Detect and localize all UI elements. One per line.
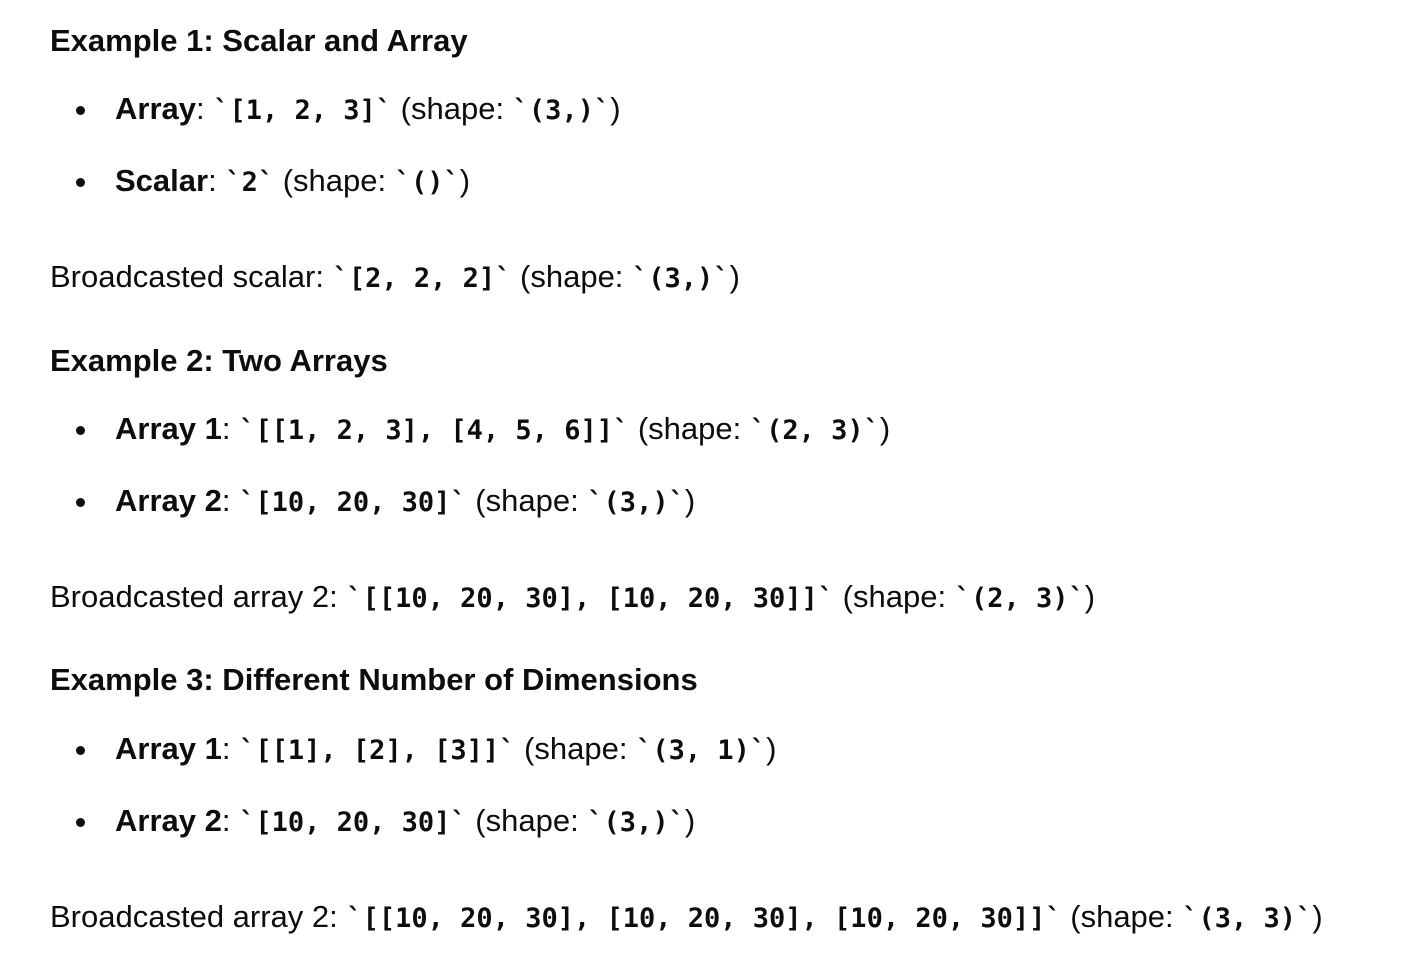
list-item: Scalar: `2` (shape: `()`)	[76, 161, 471, 203]
result-shape-suffix: )	[1084, 579, 1096, 614]
bullet-icon	[76, 746, 85, 755]
item-shape-suffix: )	[766, 731, 777, 766]
section-heading: Example 2: Two Arrays	[50, 343, 388, 378]
item-shape: `(2, 3)`	[749, 415, 880, 446]
item-shape-suffix: )	[684, 483, 696, 518]
item-shape-suffix: )	[610, 91, 621, 126]
result-code: `[[10, 20, 30], [10, 20, 30]]`	[346, 583, 835, 614]
item-label: Scalar	[115, 163, 209, 198]
result-line: Broadcasted scalar: `[2, 2, 2]` (shape: …	[50, 257, 740, 299]
item-shape: `(3,)`	[512, 95, 611, 126]
result-text: Broadcasted scalar:	[50, 259, 333, 294]
item-shape: `(3,)`	[587, 487, 685, 518]
result-line: Broadcasted array 2: `[[10, 20, 30], [10…	[50, 577, 1095, 619]
result-shape-prefix: (shape:	[511, 259, 633, 294]
list-item: Array 2: `[10, 20, 30]` (shape: `(3,)`)	[76, 801, 696, 843]
result-code: `[[10, 20, 30], [10, 20, 30], [10, 20, 3…	[346, 903, 1062, 934]
result-shape: `(3,)`	[632, 263, 730, 294]
result-shape: `(2, 3)`	[954, 583, 1085, 614]
item-code: `[[1], [2], [3]]`	[239, 735, 516, 766]
item-shape-suffix: )	[879, 411, 891, 446]
item-shape: `()`	[394, 167, 460, 198]
item-code: `[1, 2, 3]`	[213, 95, 393, 126]
item-shape-suffix: )	[684, 803, 696, 838]
item-separator: :	[221, 731, 240, 766]
result-code: `[2, 2, 2]`	[332, 263, 512, 294]
item-label: Array 2	[115, 803, 222, 838]
result-shape-prefix: (shape:	[1061, 899, 1183, 934]
list-item: Array 2: `[10, 20, 30]` (shape: `(3,)`)	[76, 481, 696, 523]
list-item: Array 1: `[[1, 2, 3], [4, 5, 6]]` (shape…	[76, 409, 891, 451]
bullet-icon	[76, 426, 85, 435]
item-label: Array	[115, 91, 196, 126]
bullet-icon	[76, 498, 85, 507]
bullet-icon	[76, 106, 85, 115]
item-code: `[10, 20, 30]`	[239, 487, 467, 518]
result-text: Broadcasted array 2:	[50, 579, 347, 614]
item-shape-prefix: (shape:	[274, 163, 395, 198]
result-shape-prefix: (shape:	[834, 579, 955, 614]
item-label: Array 2	[115, 483, 222, 518]
bullet-icon	[76, 818, 85, 827]
item-separator: :	[221, 411, 240, 446]
item-code: `[[1, 2, 3], [4, 5, 6]]`	[239, 415, 630, 446]
item-code: `2`	[225, 167, 275, 198]
item-shape-prefix: (shape:	[466, 483, 588, 518]
result-line: Broadcasted array 2: `[[10, 20, 30], [10…	[50, 897, 1323, 939]
item-code: `[10, 20, 30]`	[239, 807, 467, 838]
item-separator: :	[196, 91, 214, 126]
result-text: Broadcasted array 2:	[50, 899, 347, 934]
item-shape-prefix: (shape:	[466, 803, 588, 838]
item-label: Array 1	[115, 731, 222, 766]
result-shape: `(3, 3)`	[1182, 903, 1313, 934]
item-separator: :	[208, 163, 226, 198]
item-shape: `(3, 1)`	[636, 735, 767, 766]
item-shape-suffix: )	[459, 163, 471, 198]
item-shape-prefix: (shape:	[515, 731, 637, 766]
result-shape-suffix: )	[1312, 899, 1323, 934]
section-heading: Example 1: Scalar and Array	[50, 23, 468, 58]
list-item: Array 1: `[[1], [2], [3]]` (shape: `(3, …	[76, 729, 777, 771]
list-item: Array: `[1, 2, 3]` (shape: `(3,)`)	[76, 89, 621, 131]
item-shape-prefix: (shape:	[392, 91, 513, 126]
result-shape-suffix: )	[729, 259, 740, 294]
bullet-icon	[76, 178, 85, 187]
item-separator: :	[221, 803, 240, 838]
item-label: Array 1	[115, 411, 222, 446]
item-shape-prefix: (shape:	[629, 411, 750, 446]
item-shape: `(3,)`	[587, 807, 685, 838]
section-heading: Example 3: Different Number of Dimension…	[50, 662, 698, 697]
item-separator: :	[221, 483, 240, 518]
